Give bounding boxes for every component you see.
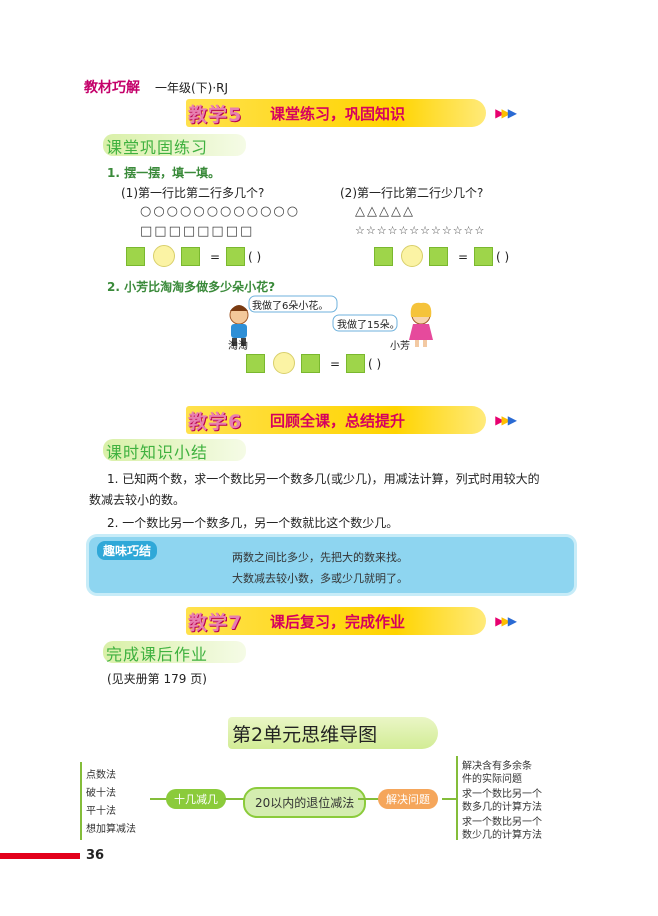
operator-circle[interactable] (401, 245, 423, 267)
square-row: □□□□□□□□ (140, 224, 255, 239)
speech-bubble-boy: 我做了6朵小花。 (252, 301, 329, 312)
step-label: 教学7 (188, 612, 243, 634)
summary-point-2: 2. 一个数比另一个数多几，另一个数就比这个数少几。 (107, 516, 399, 530)
left-leaf: 破十法 (86, 788, 116, 799)
question-1b: (2)第一行比第二行少几个? (340, 186, 484, 200)
tip-line-2: 大数减去较小数，多或少几就明了。 (232, 572, 408, 585)
speech-bubble-girl: 我做了15朵。 (337, 320, 400, 331)
equals-sign: = (330, 357, 341, 371)
right-bracket (456, 756, 458, 840)
question-2: 2. 小芳比淘淘多做多少朵小花? (107, 280, 276, 294)
left-leaf: 点数法 (86, 770, 116, 781)
connector-line (442, 798, 456, 800)
mindmap-node-left: 十几减几 (166, 789, 226, 809)
summary-point-1-cont: 数减去较小的数。 (89, 493, 186, 507)
tip-box (89, 537, 574, 593)
answer-box[interactable] (181, 247, 200, 266)
answer-box[interactable] (246, 354, 265, 373)
mindmap-node-right: 解决问题 (378, 789, 438, 809)
footer-bar (0, 853, 80, 859)
connector-line (224, 798, 246, 800)
right-leaf: 求一个数比另一个 (462, 789, 542, 800)
kids-illustration (229, 295, 433, 347)
answer-box[interactable] (226, 247, 245, 266)
operator-circle[interactable] (153, 245, 175, 267)
answer-box[interactable] (346, 354, 365, 373)
right-leaf: 数多几的计算方法 (462, 802, 542, 813)
step-title: 课后复习，完成作业 (270, 613, 406, 631)
answer-box[interactable] (301, 354, 320, 373)
equals-sign: = (210, 250, 221, 264)
right-leaf: 数少几的计算方法 (462, 830, 542, 841)
mindmap-node-center: 20以内的退位减法 (243, 787, 367, 818)
mindmap-banner (228, 717, 438, 749)
girl-icon (409, 302, 433, 347)
step-banner-5: 教学5 课堂练习，巩固知识 ▶▶▶ (186, 99, 517, 127)
left-leaf: 想加算减法 (86, 824, 136, 835)
header-brand: 教材巧解 (84, 80, 140, 96)
name-xiaofang: 小芳 (390, 341, 410, 352)
section-heading-bg (103, 134, 246, 156)
left-bracket (80, 762, 82, 840)
section-heading-bg (103, 439, 246, 461)
step-label: 教学6 (188, 411, 243, 433)
arrows-icon: ▶▶▶ (495, 614, 517, 628)
answer-box[interactable] (126, 247, 145, 266)
left-leaf: 平十法 (86, 806, 116, 817)
right-leaf: 解决含有多余条 (462, 761, 532, 772)
answer-box[interactable] (429, 247, 448, 266)
star-row: ☆☆☆☆☆☆☆☆☆☆☆☆ (355, 224, 486, 237)
section-heading-bg (103, 641, 246, 663)
right-leaf: 件的实际问题 (462, 774, 522, 785)
name-taotao: 淘淘 (228, 341, 248, 352)
section-heading: 课堂巩固练习 (106, 138, 209, 157)
homework-reference: (见夹册第 179 页) (107, 672, 207, 686)
mindmap-title: 第2单元思维导图 (232, 724, 378, 746)
section-heading: 完成课后作业 (106, 645, 209, 664)
right-leaf: 求一个数比另一个 (462, 817, 542, 828)
operator-circle[interactable] (273, 352, 295, 374)
tip-line-1: 两数之间比多少，先把大的数来找。 (232, 551, 408, 564)
step-title: 回顾全课，总结提升 (270, 412, 406, 430)
summary-point-1: 1. 已知两个数，求一个数比另一个数多几(或少几)，用减法计算，列式时用较大的 (107, 472, 540, 486)
answer-box[interactable] (474, 247, 493, 266)
circle-row: ○○○○○○○○○○○○ (140, 204, 301, 219)
unit-blank: ( ) (248, 250, 262, 264)
arrows-icon: ▶▶▶ (495, 413, 517, 427)
boy-icon (229, 305, 249, 346)
section-heading: 课时知识小结 (106, 443, 209, 462)
step-banner-7: 教学7 课后复习，完成作业 ▶▶▶ (186, 607, 517, 635)
step-title: 课堂练习，巩固知识 (270, 105, 406, 123)
header-grade: 一年级(下)·RJ (155, 81, 229, 95)
unit-blank: ( ) (496, 250, 510, 264)
unit-blank: ( ) (368, 357, 382, 371)
step-banner-6: 教学6 回顾全课，总结提升 ▶▶▶ (186, 406, 517, 434)
arrows-icon: ▶▶▶ (495, 106, 517, 120)
equals-sign: = (458, 250, 469, 264)
page-number: 36 (86, 848, 105, 863)
connector-line (358, 798, 380, 800)
answer-box[interactable] (374, 247, 393, 266)
step-label: 教学5 (188, 104, 243, 126)
tip-tag: 趣味巧结 (97, 541, 158, 560)
question-1: 1. 摆一摆，填一填。 (107, 166, 221, 180)
question-1a: (1)第一行比第二行多几个? (121, 186, 265, 200)
connector-line (150, 798, 168, 800)
triangle-row: △△△△△ (355, 204, 415, 219)
